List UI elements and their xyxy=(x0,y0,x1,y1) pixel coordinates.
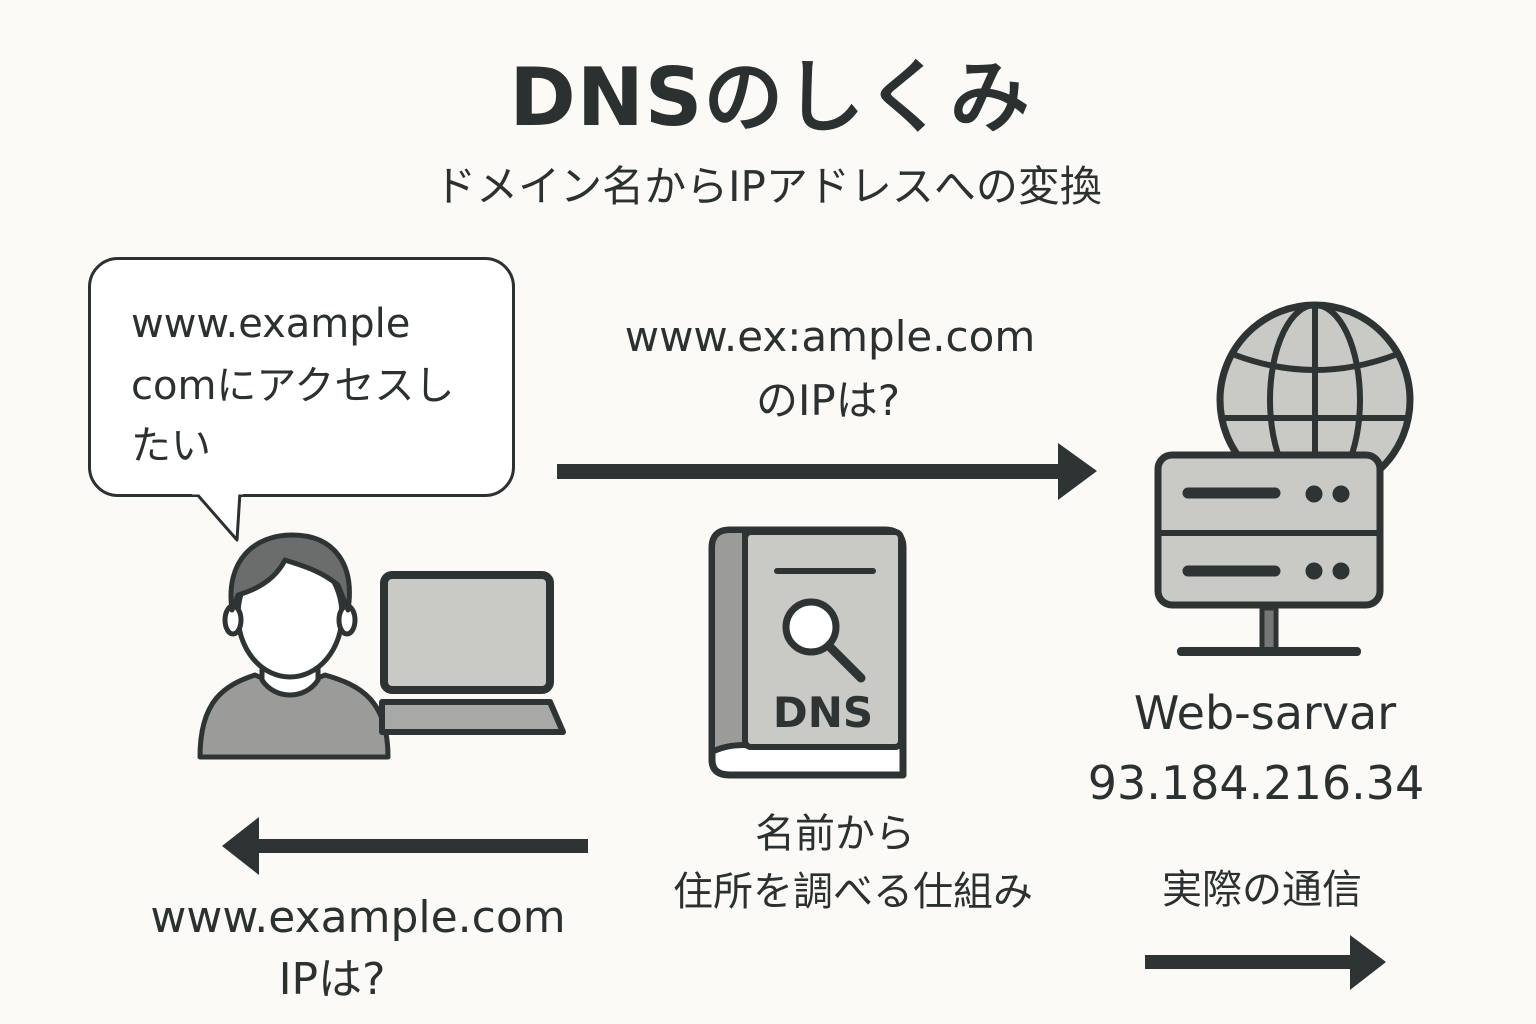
bubble-line: たい xyxy=(131,423,211,469)
laptop-icon xyxy=(379,571,566,735)
page-title: DNSのしくみ xyxy=(509,51,1031,144)
server-ip: 93.184.216.34 xyxy=(1087,756,1425,810)
dns-book-icon xyxy=(708,526,907,779)
server-name: Web-sarvar xyxy=(1133,686,1397,740)
book-dns-label: DNS xyxy=(773,688,873,737)
actual-communication-label: 実際の通信 xyxy=(1162,867,1362,913)
speech-bubble: www.example comにアクセスし たい xyxy=(88,257,515,497)
arrow-left-reply xyxy=(222,817,588,875)
web-server-icon xyxy=(1154,301,1414,656)
arrow-right-actual xyxy=(1145,935,1386,990)
dns-caption-line-2: 住所を調べる仕組み xyxy=(673,869,1033,915)
reply-line-2: IPは? xyxy=(278,954,386,1005)
page-subtitle: ドメイン名からIPアドレスへの変換 xyxy=(434,162,1102,211)
bubble-tail xyxy=(192,489,243,542)
bubble-line: www.example xyxy=(131,301,411,347)
query-line-2: のIPは? xyxy=(755,376,901,425)
reply-line-1: www.example.com xyxy=(150,892,566,943)
dns-caption-line-1: 名前から xyxy=(755,811,915,857)
arrow-right-query xyxy=(557,443,1097,500)
user-icon xyxy=(197,532,391,760)
bubble-line: comにアクセスし xyxy=(131,363,455,409)
query-line-1: www.ex:ample.com xyxy=(624,312,1036,361)
